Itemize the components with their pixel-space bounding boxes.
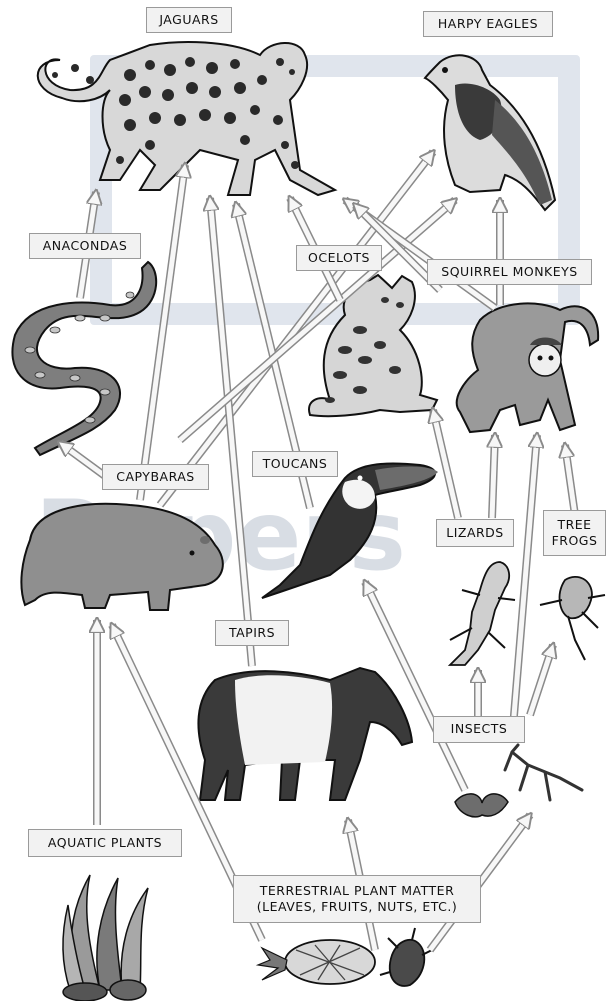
- capybara-illustration: [21, 504, 222, 610]
- pineapple-illustration: [258, 940, 375, 984]
- label-tree-frogs: TREE FROGS: [543, 510, 606, 556]
- ocelot-illustration: [309, 275, 437, 416]
- label-anacondas: ANACONDAS: [29, 233, 141, 259]
- label-aquatic-plants: AQUATIC PLANTS: [28, 829, 182, 857]
- arrow-capybaras-to-anacondas: [60, 443, 105, 476]
- label-toucans: TOUCANS: [252, 451, 338, 477]
- squirrel-monkey-illustration: [457, 303, 598, 432]
- label-harpy-eagles: HARPY EAGLES: [423, 11, 553, 37]
- label-insects: INSECTS: [433, 716, 525, 743]
- harpy-eagle-illustration: [425, 55, 555, 210]
- arrow-lizards-to-ocelots: [433, 410, 458, 518]
- label-terrestrial-line1: TERRESTRIAL PLANT MATTER: [260, 883, 455, 899]
- tapir-illustration: [198, 668, 412, 800]
- label-terrestrial-plant-matter: TERRESTRIAL PLANT MATTER (LEAVES, FRUITS…: [233, 875, 481, 923]
- label-tapirs: TAPIRS: [215, 620, 289, 646]
- label-squirrel-monkeys: SQUIRREL MONKEYS: [427, 259, 592, 285]
- arrow-lizards-to-monkeys: [492, 435, 495, 518]
- moth-illustration: [455, 794, 508, 817]
- lizard-illustration: [450, 562, 515, 665]
- label-tree-frogs-line1: TREE: [557, 517, 591, 533]
- toucan-illustration: [262, 463, 438, 598]
- mantis-illustration: [505, 745, 582, 800]
- arrow-insects-to-frogs: [530, 645, 553, 715]
- dragonfruit-illustration: [380, 928, 432, 986]
- label-jaguars: JAGUARS: [146, 7, 232, 33]
- label-terrestrial-line2: (LEAVES, FRUITS, NUTS, ETC.): [257, 899, 457, 915]
- label-capybaras: CAPYBARAS: [102, 464, 209, 490]
- aquatic-plants-illustration: [63, 875, 148, 1001]
- label-lizards: LIZARDS: [436, 519, 514, 547]
- arrow-capybaras-to-jaguars: [140, 165, 185, 500]
- label-tree-frogs-line2: FROGS: [552, 533, 598, 549]
- label-ocelots: OCELOTS: [296, 245, 382, 271]
